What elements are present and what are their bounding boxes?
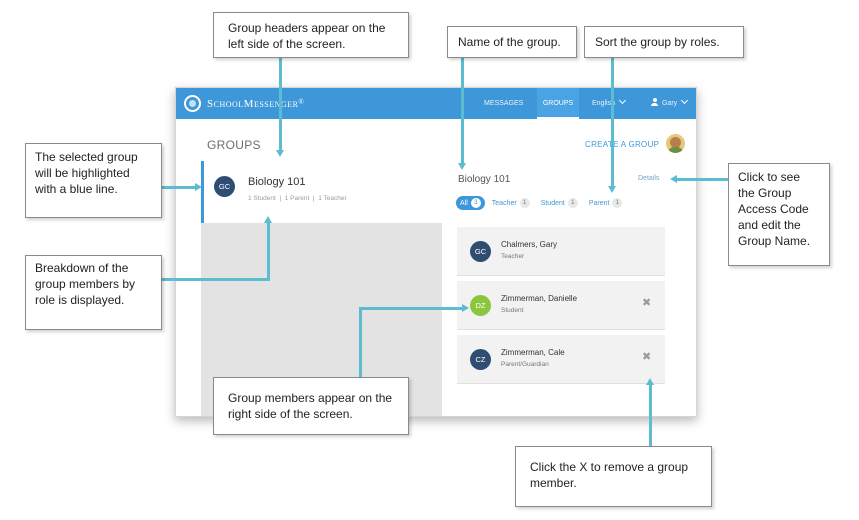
group-name: Biology 101 <box>248 176 306 188</box>
count-badge: 1 <box>612 198 623 208</box>
top-nav-bar: SchoolMessenger® MESSAGES GROUPS English… <box>176 88 696 119</box>
callout-arrow <box>458 163 466 170</box>
callout-name-of-group: Name of the group. <box>447 26 577 58</box>
callout-connector <box>649 384 652 448</box>
callout-selected-group: The selected group will be highlighted w… <box>25 143 162 218</box>
create-group-button[interactable]: CREATE A GROUP <box>585 140 660 149</box>
callout-connector <box>461 57 464 164</box>
page-title: GROUPS <box>207 138 261 152</box>
nav-groups[interactable]: GROUPS <box>537 88 579 119</box>
member-row[interactable]: CZ Zimmerman, Cale Parent/Guardian ✖ <box>457 335 665 384</box>
callout-arrow <box>670 175 677 183</box>
brand[interactable]: SchoolMessenger® <box>184 95 304 112</box>
count-badge: 1 <box>519 198 530 208</box>
callout-connector <box>267 222 270 280</box>
chevron-down-icon <box>681 96 689 105</box>
group-list-item-selected[interactable]: GC Biology 101 1 Student | 1 Parent | 1 … <box>201 161 442 223</box>
callout-connector <box>359 307 362 379</box>
callout-breakdown: Breakdown of the group members by role i… <box>25 255 162 330</box>
logo-icon <box>184 95 201 112</box>
member-row[interactable]: DZ Zimmerman, Danielle Student ✖ <box>457 281 665 330</box>
close-icon[interactable]: ✖ <box>642 351 652 363</box>
language-selector[interactable]: English <box>592 88 627 119</box>
close-icon[interactable]: ✖ <box>642 297 652 309</box>
callout-members-right: Group members appear on the right side o… <box>213 377 409 435</box>
chevron-down-icon <box>618 96 627 105</box>
count-badge: 1 <box>567 198 578 208</box>
details-link[interactable]: Details <box>638 175 660 182</box>
callout-arrow <box>646 378 654 385</box>
avatar-photo[interactable] <box>666 134 685 153</box>
callout-remove-member: Click the X to remove a group member. <box>515 446 712 507</box>
callout-group-headers: Group headers appear on the left side of… <box>213 12 409 58</box>
member-avatar: CZ <box>470 349 491 370</box>
brand-name: SchoolMessenger® <box>207 97 305 110</box>
callout-details: Click to see the Group Access Code and e… <box>728 163 830 266</box>
member-role: Student <box>501 307 524 314</box>
callout-connector <box>279 57 282 151</box>
nav-messages[interactable]: MESSAGES <box>484 100 524 107</box>
callout-connector <box>160 278 270 281</box>
member-avatar: GC <box>470 241 491 262</box>
member-name: Zimmerman, Danielle <box>501 294 578 303</box>
group-detail-title: Biology 101 <box>458 174 511 185</box>
callout-arrow <box>462 304 469 312</box>
callout-connector <box>160 186 196 189</box>
member-avatar: DZ <box>470 295 491 316</box>
group-list-panel: GC Biology 101 1 Student | 1 Parent | 1 … <box>201 161 442 416</box>
callout-arrow <box>608 186 616 193</box>
member-name: Zimmerman, Cale <box>501 348 565 357</box>
callout-arrow <box>264 216 272 223</box>
callout-connector <box>676 178 730 181</box>
group-role-breakdown: 1 Student | 1 Parent | 1 Teacher <box>248 195 347 202</box>
callout-arrow <box>195 183 202 191</box>
group-avatar: GC <box>214 176 235 197</box>
callout-arrow <box>276 150 284 157</box>
member-name: Chalmers, Gary <box>501 240 558 249</box>
user-menu[interactable]: Gary <box>651 88 689 119</box>
callout-sort-by-roles: Sort the group by roles. <box>584 26 744 58</box>
user-icon <box>651 98 658 106</box>
count-badge: 3 <box>470 198 481 208</box>
app-window: SchoolMessenger® MESSAGES GROUPS English… <box>175 87 697 417</box>
member-row[interactable]: GC Chalmers, Gary Teacher <box>457 227 665 276</box>
callout-connector <box>359 307 463 310</box>
member-role: Teacher <box>501 253 525 260</box>
callout-connector <box>611 57 614 187</box>
member-role: Parent/Guardian <box>501 361 549 368</box>
